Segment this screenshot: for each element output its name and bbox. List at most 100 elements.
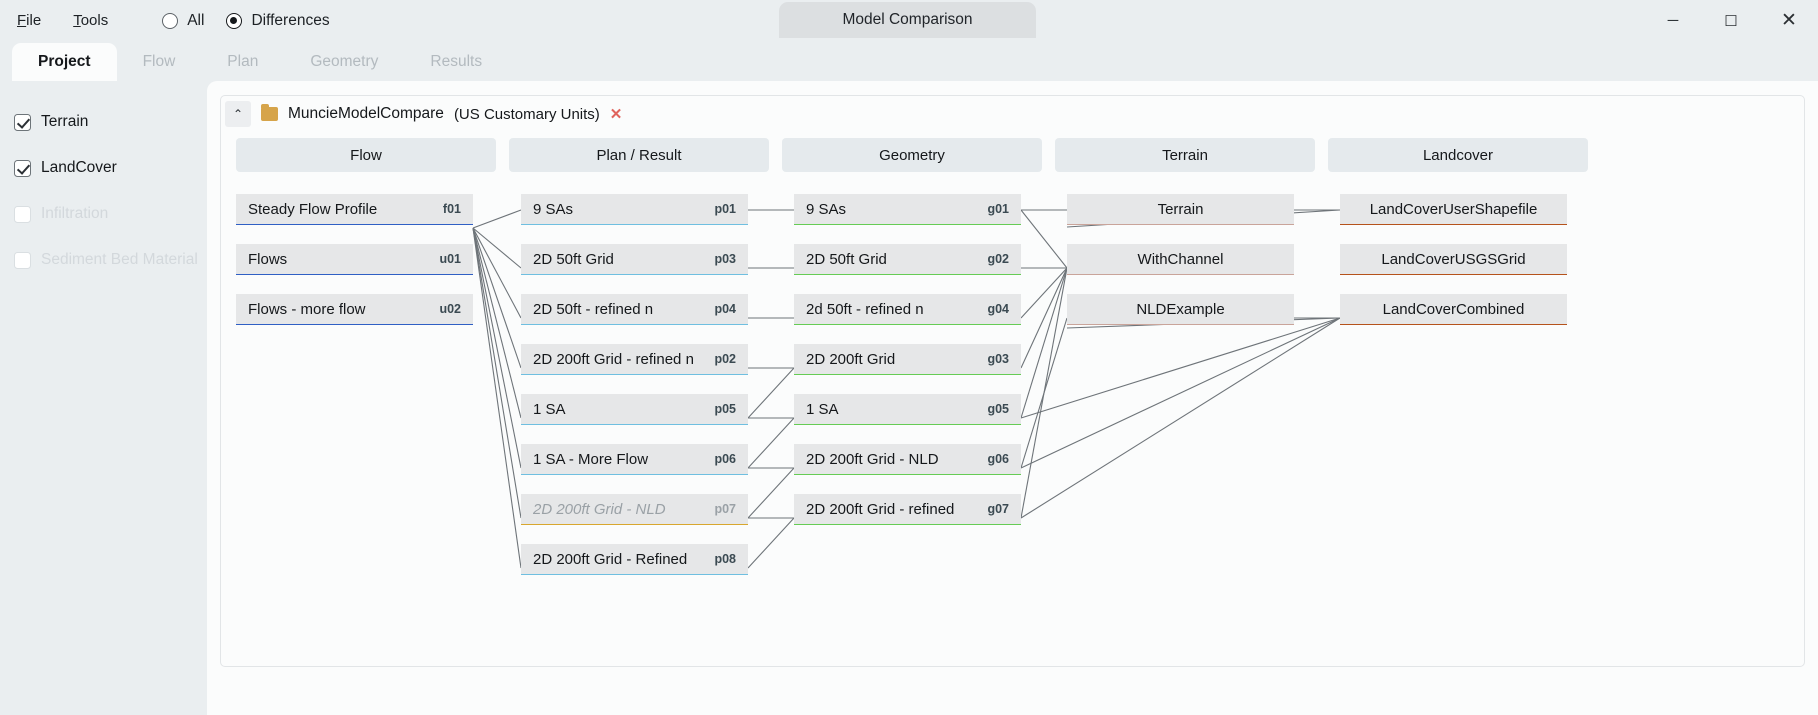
menu-file[interactable]: File [13, 9, 45, 32]
radio-differences[interactable]: Differences [226, 11, 330, 30]
node-id: p07 [714, 502, 736, 516]
column-header-geometry-label: Geometry [879, 146, 945, 164]
node-label: 2D 200ft Grid [806, 350, 896, 368]
node-label: Flows [248, 250, 288, 268]
tab-flow[interactable]: Flow [117, 43, 202, 81]
node-geometry-g05[interactable]: 1 SA g05 [794, 394, 1021, 425]
checkbox-row-landcover[interactable]: LandCover [14, 145, 207, 191]
menu-tools[interactable]: Tools [69, 9, 112, 32]
node-plan-p08[interactable]: 2D 200ft Grid - Refined p08 [521, 544, 748, 575]
node-id: g07 [987, 502, 1009, 516]
node-id: g05 [987, 402, 1009, 416]
column-header-geometry[interactable]: Geometry [782, 138, 1042, 172]
node-landcover-combined[interactable]: LandCoverCombined [1340, 294, 1567, 325]
node-id: p02 [714, 352, 736, 366]
project-close-icon[interactable]: ✕ [609, 106, 623, 123]
chevron-up-icon: ⌃ [232, 107, 244, 121]
node-id: g04 [987, 302, 1009, 316]
node-label: 2D 200ft Grid - refined [806, 500, 955, 518]
menu-tools-mnemonic: T [73, 12, 81, 29]
node-plan-p06[interactable]: 1 SA - More Flow p06 [521, 444, 748, 475]
radio-differences-indicator [226, 12, 243, 29]
radio-all[interactable]: All [162, 12, 204, 30]
tab-plan-label: Plan [227, 53, 259, 70]
node-id: u01 [439, 252, 461, 266]
node-geometry-g07[interactable]: 2D 200ft Grid - refined g07 [794, 494, 1021, 525]
tab-geometry[interactable]: Geometry [284, 43, 404, 81]
node-label: 2D 50ft Grid [533, 250, 614, 268]
node-id: p08 [714, 552, 736, 566]
title-bar: Model Comparison ─ ☐ ✕ File Tools All [0, 0, 1818, 41]
node-geometry-g06[interactable]: 2D 200ft Grid - NLD g06 [794, 444, 1021, 475]
maximize-button[interactable]: ☐ [1702, 0, 1760, 41]
node-terrain-withchannel[interactable]: WithChannel [1067, 244, 1294, 275]
tab-results-label: Results [430, 53, 483, 70]
node-label: 9 SAs [806, 200, 847, 218]
node-geometry-g01[interactable]: 9 SAs g01 [794, 194, 1021, 225]
minimize-button[interactable]: ─ [1644, 0, 1702, 41]
close-button[interactable]: ✕ [1760, 0, 1818, 41]
terrain-checkbox[interactable] [14, 113, 31, 131]
menu-tools-label: ools [80, 12, 109, 29]
node-terrain-nldexample[interactable]: NLDExample [1067, 294, 1294, 325]
column-header-flow[interactable]: Flow [236, 138, 496, 172]
node-id: u02 [439, 302, 461, 316]
node-label: LandCoverUserShapefile [1369, 200, 1538, 218]
tab-plan[interactable]: Plan [201, 43, 284, 81]
tab-flow-label: Flow [142, 53, 176, 70]
node-geometry-g03[interactable]: 2D 200ft Grid g03 [794, 344, 1021, 375]
column-header-terrain[interactable]: Terrain [1055, 138, 1315, 172]
node-label: 9 SAs [533, 200, 574, 218]
menu-file-label: ile [26, 12, 42, 29]
node-flow-u02[interactable]: Flows - more flow u02 [236, 294, 473, 325]
node-landcover-usgsgrid[interactable]: LandCoverUSGSGrid [1340, 244, 1567, 275]
node-label: LandCoverCombined [1382, 300, 1525, 318]
column-header-flow-label: Flow [350, 146, 382, 164]
node-id: f01 [442, 202, 461, 216]
tab-project[interactable]: Project [12, 43, 117, 81]
node-id: p06 [714, 452, 736, 466]
node-plan-p04[interactable]: 2D 50ft - refined n p04 [521, 294, 748, 325]
comparison-graph: Flow Plan / Result Geometry Terrain Land… [221, 132, 1804, 666]
node-geometry-g04[interactable]: 2d 50ft - refined n g04 [794, 294, 1021, 325]
node-label: 1 SA - More Flow [533, 450, 649, 468]
node-plan-p03[interactable]: 2D 50ft Grid p03 [521, 244, 748, 275]
column-header-terrain-label: Terrain [1162, 146, 1208, 164]
infiltration-label: Infiltration [41, 205, 109, 222]
column-header-landcover-label: Landcover [1422, 146, 1494, 164]
node-label: 2D 200ft Grid - Refined [533, 550, 688, 568]
radio-differences-label: Differences [251, 11, 330, 29]
checkbox-row-sediment-bed-material: Sediment Bed Material [14, 237, 207, 283]
content-area: ⌃ MuncieModelCompare (US Customary Units… [207, 81, 1818, 715]
landcover-checkbox[interactable] [14, 159, 31, 177]
node-landcover-usershapefile[interactable]: LandCoverUserShapefile [1340, 194, 1567, 225]
node-label: 2D 200ft Grid - refined n [533, 350, 694, 368]
node-label: 2d 50ft - refined n [806, 300, 924, 318]
node-flow-u01[interactable]: Flows u01 [236, 244, 473, 275]
node-id: g06 [987, 452, 1009, 466]
checkbox-row-terrain[interactable]: Terrain [14, 99, 207, 145]
column-header-plan-label: Plan / Result [596, 146, 682, 164]
node-geometry-g02[interactable]: 2D 50ft Grid g02 [794, 244, 1021, 275]
node-label: WithChannel [1137, 250, 1224, 268]
infiltration-checkbox [14, 205, 31, 223]
node-flow-f01[interactable]: Steady Flow Profile f01 [236, 194, 473, 225]
node-plan-p07[interactable]: 2D 200ft Grid - NLD p07 [521, 494, 748, 525]
collapse-toggle-button[interactable]: ⌃ [225, 101, 251, 127]
tab-results[interactable]: Results [404, 43, 508, 81]
window-controls: ─ ☐ ✕ [1644, 0, 1818, 41]
node-plan-p02[interactable]: 2D 200ft Grid - refined n p02 [521, 344, 748, 375]
node-plan-p05[interactable]: 1 SA p05 [521, 394, 748, 425]
node-id: p04 [714, 302, 736, 316]
node-plan-p01[interactable]: 9 SAs p01 [521, 194, 748, 225]
node-terrain-terrain[interactable]: Terrain [1067, 194, 1294, 225]
window-title-tab[interactable]: Model Comparison [779, 2, 1036, 38]
terrain-label: Terrain [41, 113, 89, 130]
node-id: p03 [714, 252, 736, 266]
column-header-plan[interactable]: Plan / Result [509, 138, 769, 172]
minimize-icon: ─ [1667, 12, 1679, 29]
window-title: Model Comparison [842, 11, 973, 28]
node-label: Flows - more flow [248, 300, 366, 318]
column-header-landcover[interactable]: Landcover [1328, 138, 1588, 172]
